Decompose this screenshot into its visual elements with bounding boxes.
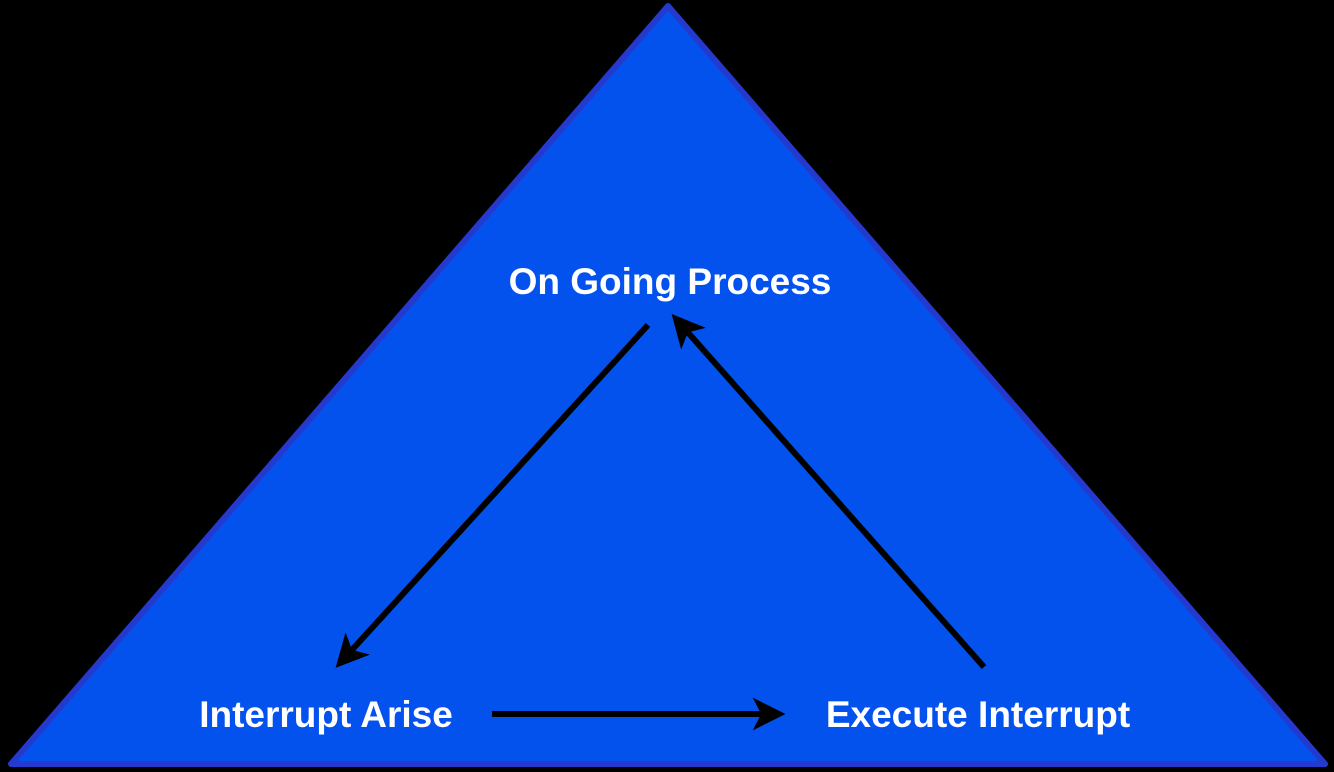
- triangle-shape: [8, 3, 1328, 767]
- arrow-ongoing-to-interrupt: [335, 322, 651, 668]
- node-label-ongoing-process: On Going Process: [509, 261, 832, 302]
- node-label-interrupt-arise: Interrupt Arise: [199, 694, 453, 735]
- arrow-execute-to-ongoing: [671, 314, 987, 669]
- node-label-execute-interrupt: Execute Interrupt: [826, 694, 1130, 735]
